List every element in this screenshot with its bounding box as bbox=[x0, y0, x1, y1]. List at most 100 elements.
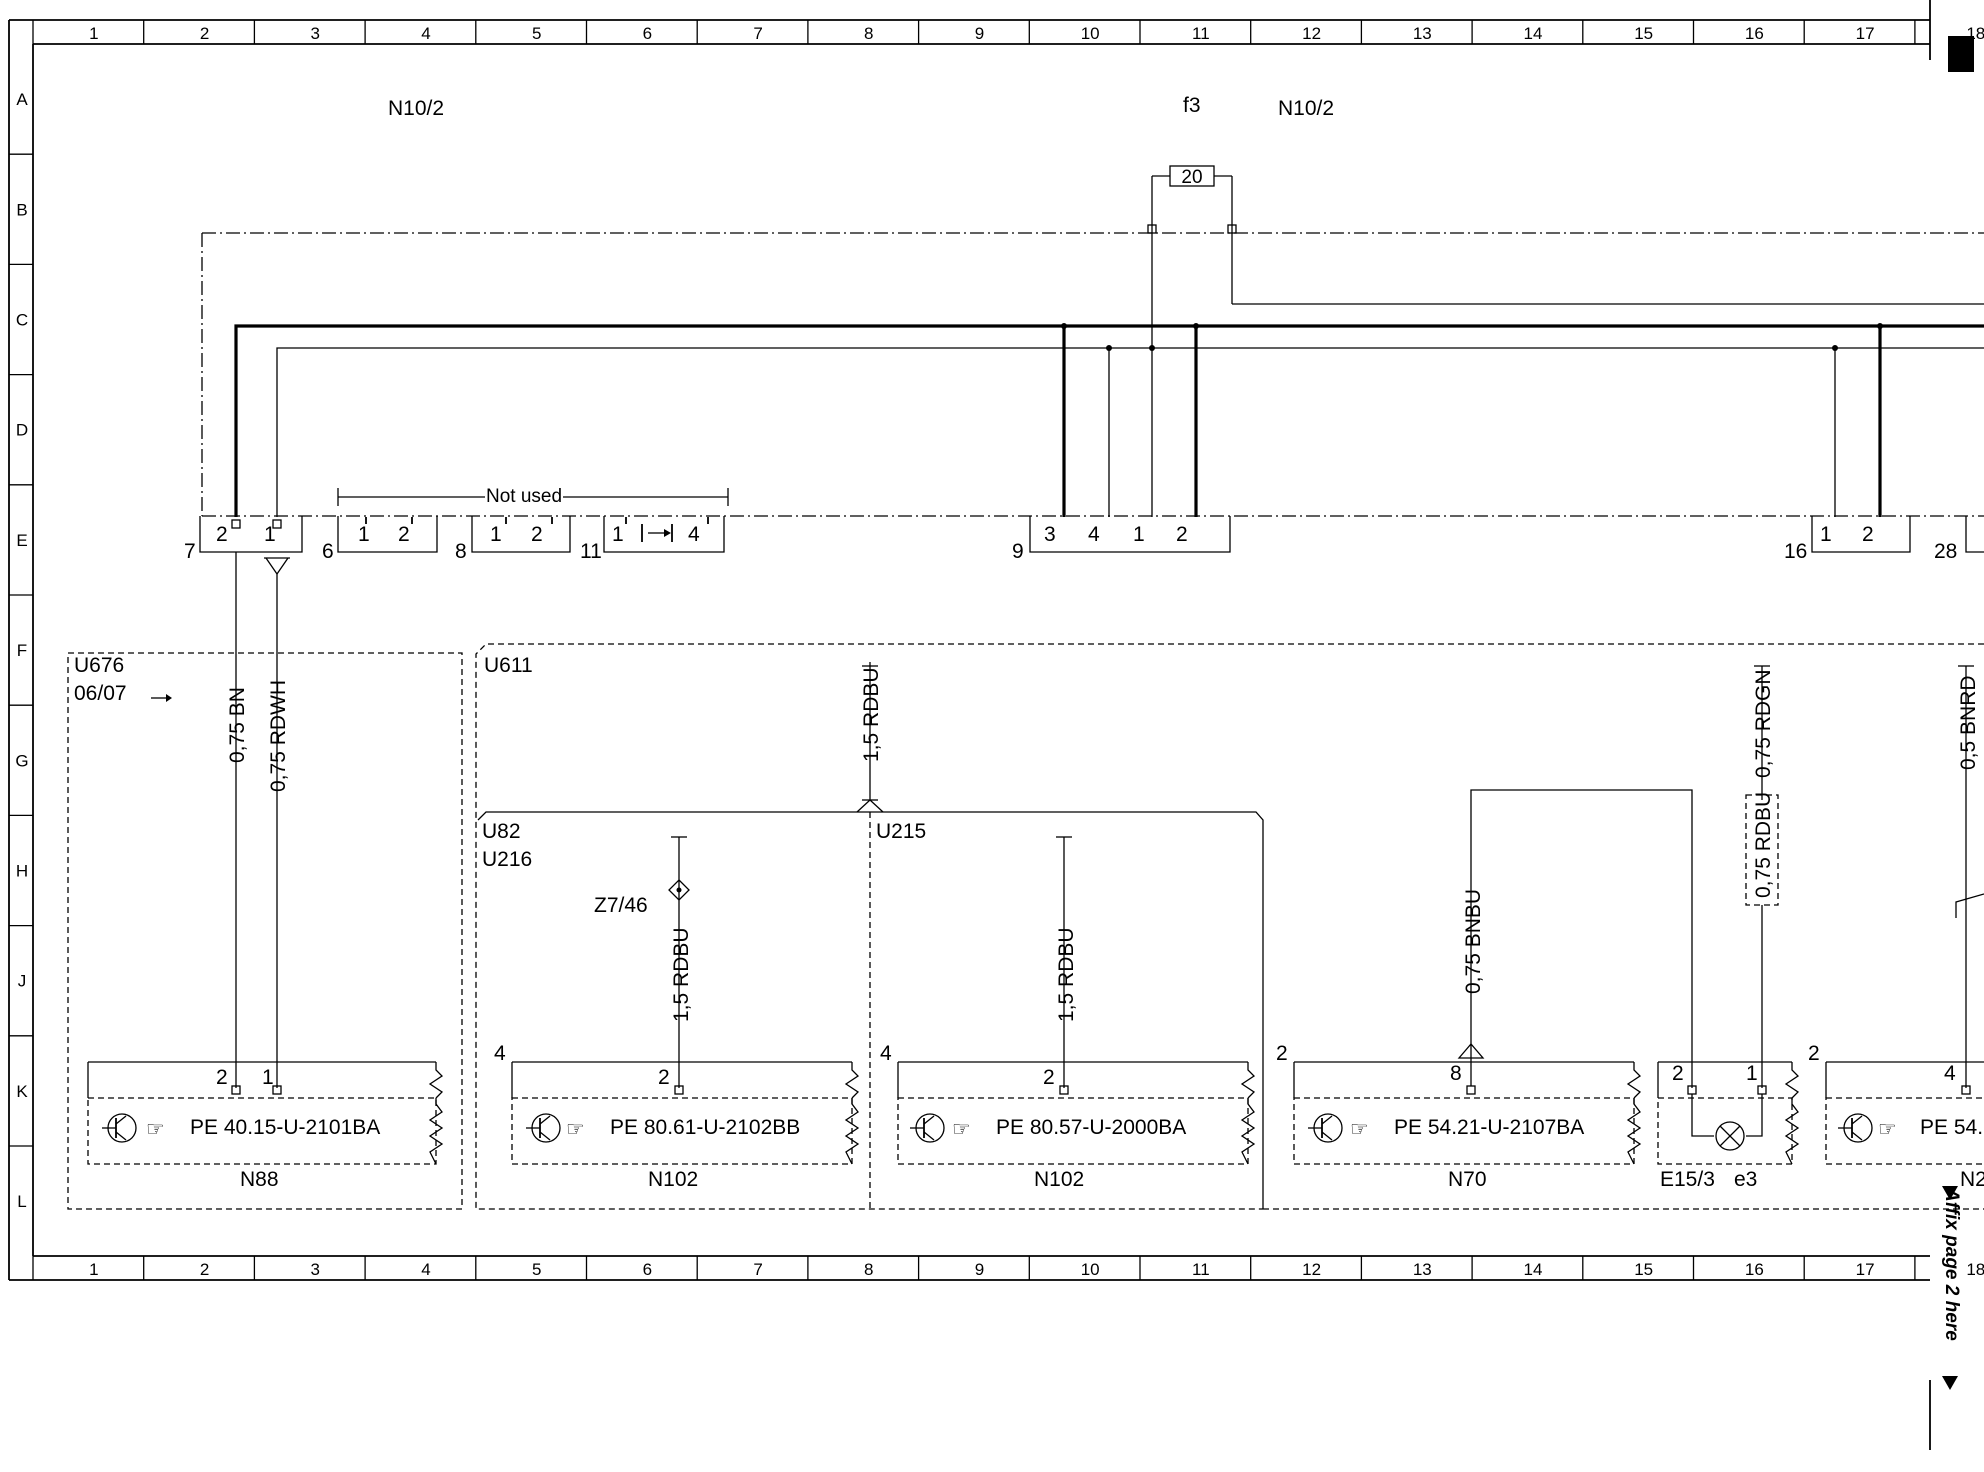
fuse-rating: 20 bbox=[1181, 167, 1202, 188]
connector-9-pin: 3 bbox=[1044, 523, 1056, 546]
column-label: 12 bbox=[1302, 1260, 1321, 1279]
transistor-icon bbox=[1838, 1113, 1873, 1143]
n102b-pin: 2 bbox=[1043, 1066, 1055, 1089]
column-label: 6 bbox=[643, 1260, 652, 1279]
connector-11-pin: 1 bbox=[612, 523, 624, 546]
column-label: 3 bbox=[311, 24, 320, 43]
group-u215-label: U215 bbox=[876, 820, 926, 843]
group-u611: U611 bbox=[475, 643, 1984, 1210]
column-labels: 1122334455667788991010111112121313141415… bbox=[89, 24, 1984, 1279]
connector-28: 28 bbox=[1934, 516, 1984, 563]
connector-8-pin: 1 bbox=[490, 523, 502, 546]
transistor-icon bbox=[910, 1113, 945, 1143]
column-label: 9 bbox=[975, 1260, 984, 1279]
column-label: 15 bbox=[1634, 1260, 1653, 1279]
column-label: 8 bbox=[864, 1260, 873, 1279]
n2-side: 2 bbox=[1808, 1042, 1820, 1065]
splice-label: Z7/46 bbox=[594, 894, 648, 917]
ground-symbol bbox=[264, 557, 290, 576]
connector-28-number: 28 bbox=[1934, 540, 1957, 563]
n2-id: N2 bbox=[1960, 1168, 1984, 1191]
fuse-f3: 20 bbox=[1151, 165, 1233, 233]
wire-label-rdbu-box: 0,75 RDBU bbox=[1752, 792, 1775, 898]
connector-8: 8 1 2 bbox=[455, 516, 571, 563]
column-label: 17 bbox=[1856, 24, 1875, 43]
connector-6-number: 6 bbox=[322, 540, 334, 563]
row-label: F bbox=[17, 641, 27, 660]
e15-3-id: E15/3 bbox=[1660, 1168, 1715, 1191]
row-label: L bbox=[17, 1192, 26, 1211]
column-label: 2 bbox=[200, 24, 209, 43]
affix-note: Affix page 2 here bbox=[1941, 1186, 1962, 1390]
column-label: 3 bbox=[311, 1260, 320, 1279]
column-label: 9 bbox=[975, 24, 984, 43]
group-u216-label: U216 bbox=[482, 848, 532, 871]
row-label: E bbox=[16, 531, 27, 550]
column-label: 6 bbox=[643, 24, 652, 43]
column-label: 18 bbox=[1966, 1260, 1984, 1279]
transistor-icon bbox=[526, 1113, 561, 1143]
e15-3-pin: 1 bbox=[1746, 1062, 1758, 1085]
component-n70: 2 8 ☞ PE 54.21-U-2107BA N70 bbox=[1276, 1042, 1642, 1191]
n102a-id: N102 bbox=[648, 1168, 698, 1191]
column-ticks bbox=[32, 20, 1916, 1280]
connector-16: 16 1 2 bbox=[1784, 516, 1911, 563]
transistor-icon bbox=[102, 1113, 137, 1143]
column-label: 1 bbox=[89, 24, 98, 43]
connector-9-number: 9 bbox=[1012, 540, 1024, 563]
n88-id: N88 bbox=[240, 1168, 279, 1191]
row-label: H bbox=[16, 862, 28, 881]
pointing-hand-icon: ☞ bbox=[566, 1118, 585, 1141]
wire-label-bn: 0,75 BN bbox=[226, 687, 249, 763]
module-housing-n10-2 bbox=[201, 232, 1984, 517]
connector-7-pin: 1 bbox=[264, 523, 276, 546]
n102a-side: 4 bbox=[494, 1042, 506, 1065]
splice-z7-46: Z7/46 bbox=[594, 836, 1072, 1088]
column-label: 11 bbox=[1192, 24, 1210, 43]
wire-label-rdwh: 0,75 RDWH bbox=[267, 680, 290, 792]
module-label-right: N10/2 bbox=[1278, 97, 1334, 120]
column-label: 1 bbox=[89, 1260, 98, 1279]
connector-16-number: 16 bbox=[1784, 540, 1807, 563]
connector-6: 6 1 2 bbox=[322, 516, 438, 563]
wire-label-bnrd: 0,5 BNRD bbox=[1957, 675, 1980, 770]
column-label: 5 bbox=[532, 1260, 541, 1279]
lamp-icon bbox=[1715, 1121, 1745, 1151]
n102a-reference: PE 80.61-U-2102BB bbox=[610, 1116, 800, 1139]
n102b-side: 4 bbox=[880, 1042, 892, 1065]
wire-label-rdbu-2: 1,5 RDBU bbox=[1055, 927, 1078, 1022]
row-label: K bbox=[16, 1082, 28, 1101]
column-label: 14 bbox=[1524, 24, 1543, 43]
connector-11: 11 1 4 bbox=[580, 516, 725, 563]
row-label: A bbox=[16, 90, 28, 109]
column-label: 5 bbox=[532, 24, 541, 43]
connector-6-pin: 1 bbox=[358, 523, 370, 546]
n70-id: N70 bbox=[1448, 1168, 1487, 1191]
group-u82-label: U82 bbox=[482, 820, 521, 843]
column-label: 4 bbox=[421, 24, 430, 43]
n2-reference: PE 54.2 bbox=[1920, 1116, 1984, 1139]
connector-7: 7 2 1 bbox=[184, 516, 303, 563]
row-ticks bbox=[9, 153, 33, 1147]
row-label: D bbox=[16, 421, 28, 440]
fuse-ref-label: f3 bbox=[1183, 94, 1201, 117]
arrow-down-icon bbox=[1942, 1186, 1958, 1200]
wire-label-rdgn: 0,75 RDGN bbox=[1752, 669, 1775, 778]
group-u676-label: U676 bbox=[74, 654, 124, 677]
column-label: 14 bbox=[1524, 1260, 1543, 1279]
connector-11-pin: 4 bbox=[688, 523, 700, 546]
connector-9-pin: 4 bbox=[1088, 523, 1100, 546]
component-e15-3: 2 1 E15/3 e3 bbox=[1657, 1061, 1800, 1191]
wires-n88 bbox=[235, 552, 278, 1088]
connector-6-pin: 2 bbox=[398, 523, 410, 546]
connector-8-number: 8 bbox=[455, 540, 467, 563]
n88-reference: PE 40.15-U-2101BA bbox=[190, 1116, 380, 1139]
group-u611-label: U611 bbox=[484, 654, 533, 677]
not-used-bracket: Not used bbox=[337, 484, 729, 507]
n102b-id: N102 bbox=[1034, 1168, 1084, 1191]
connector-16-pin: 2 bbox=[1862, 523, 1874, 546]
n2-pin: 4 bbox=[1944, 1062, 1956, 1085]
connector-11-number: 11 bbox=[580, 540, 602, 563]
